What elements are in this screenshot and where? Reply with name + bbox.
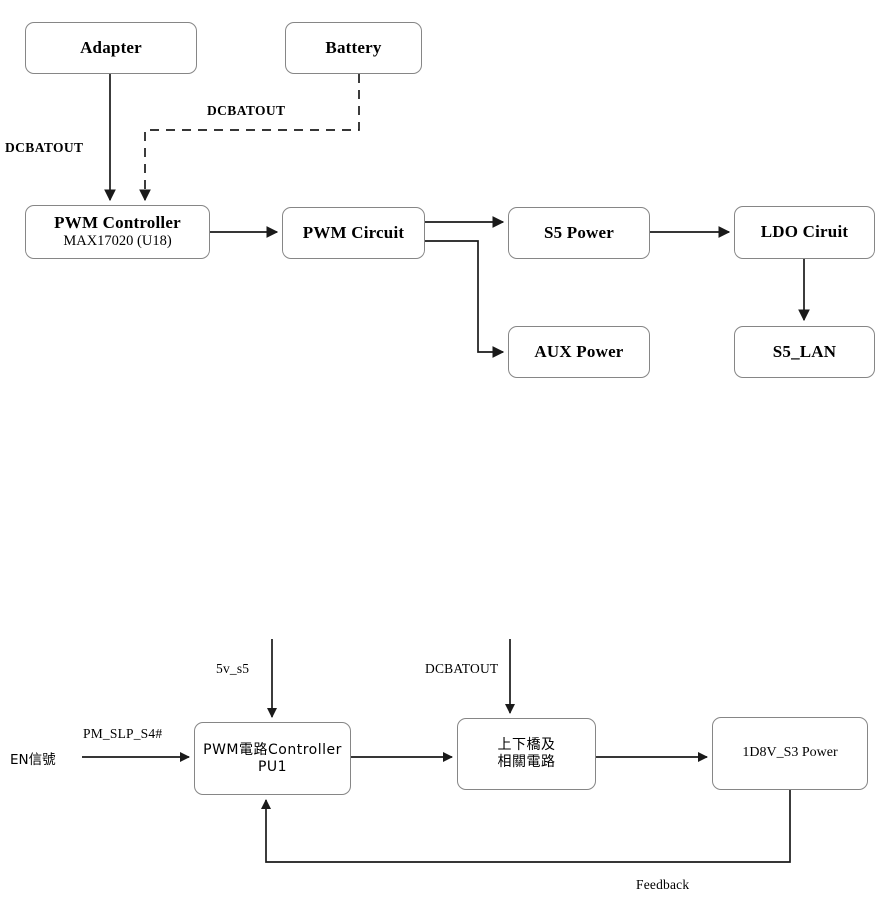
node-battery-label: Battery: [325, 37, 382, 57]
node-bridge-circuit[interactable]: 上下橋及 相關電路: [457, 718, 596, 790]
node-pwm-circuit[interactable]: PWM Circuit: [282, 207, 425, 259]
node-aux-power[interactable]: AUX Power: [508, 326, 650, 378]
node-bridge-circuit-label-line2: 相關電路: [497, 754, 556, 770]
edge-label-5v-s5: 5v_s5: [216, 661, 250, 676]
node-aux-power-label: AUX Power: [534, 341, 624, 361]
node-pwm-controller[interactable]: PWM Controller MAX17020 (U18): [25, 205, 210, 259]
node-adapter-label: Adapter: [80, 37, 142, 57]
edge-label-feedback: Feedback: [636, 877, 690, 892]
node-s5-power[interactable]: S5 Power: [508, 207, 650, 259]
wire-battery-to-pwm-controller: [139, 74, 360, 202]
node-s5-lan[interactable]: S5_LAN: [734, 326, 875, 378]
node-battery[interactable]: Battery: [285, 22, 422, 74]
node-s5-lan-label: S5_LAN: [772, 341, 837, 361]
node-s5-power-label: S5 Power: [543, 222, 615, 242]
node-pwm-circuit-label: PWM Circuit: [302, 222, 405, 242]
node-pwm-circuit-controller-label: PWM電路Controller: [203, 741, 342, 758]
node-ldo-circuit[interactable]: LDO Ciruit: [734, 206, 875, 259]
node-pwm-circuit-controller[interactable]: PWM電路Controller PU1: [194, 722, 351, 795]
edge-label-dcbatout-bottom: DCBATOUT: [425, 661, 499, 676]
edge-label-adapter-dcbatout: DCBATOUT: [5, 140, 84, 155]
node-s3-power-label: 1D8V_S3 Power: [742, 745, 838, 761]
node-ldo-circuit-label: LDO Ciruit: [760, 222, 849, 242]
node-adapter[interactable]: Adapter: [25, 22, 197, 74]
node-s3-power[interactable]: 1D8V_S3 Power: [712, 717, 868, 790]
wire-feedback-loop: [260, 790, 791, 863]
edge-label-pm-slp-s4: PM_SLP_S4#: [83, 726, 163, 741]
wire-pwm-circuit-to-aux-power: [425, 240, 505, 358]
node-pwm-controller-label: PWM Controller: [54, 213, 181, 233]
node-bridge-circuit-label-line1: 上下橋及: [497, 737, 556, 754]
node-pwm-circuit-controller-refdes: PU1: [257, 758, 288, 775]
edge-label-en-signal: EN信號: [10, 752, 56, 768]
node-pwm-controller-part-number: MAX17020 (U18): [63, 233, 172, 250]
edge-label-battery-dcbatout: DCBATOUT: [207, 103, 286, 118]
